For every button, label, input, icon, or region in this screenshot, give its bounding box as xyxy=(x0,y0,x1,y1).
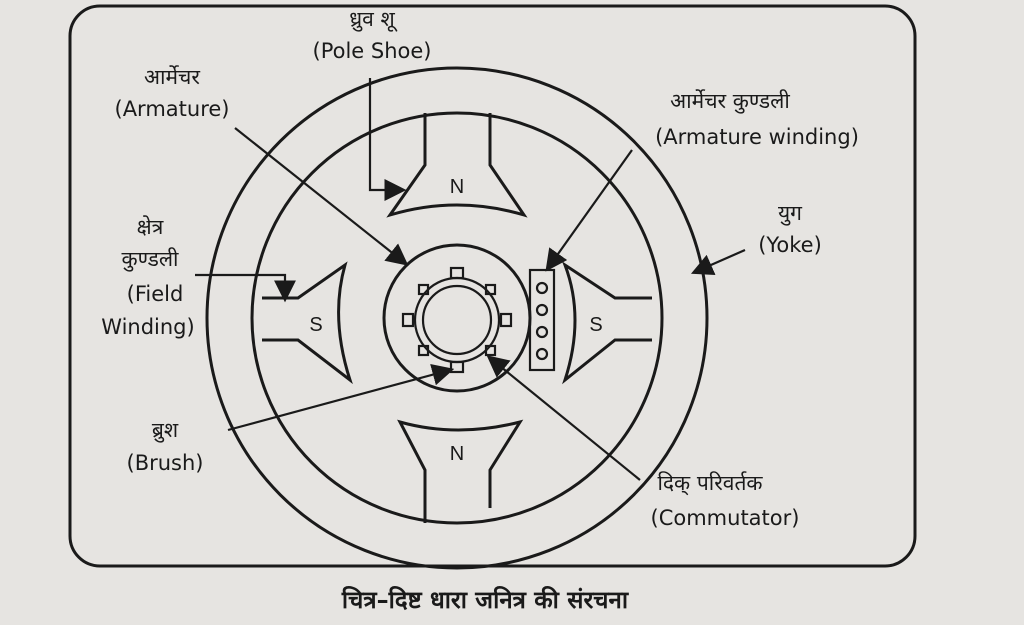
commutator-label-hi: दिक् परिवर्तक xyxy=(657,471,763,496)
armature-label-en: (Armature) xyxy=(115,97,230,121)
armature xyxy=(382,243,532,393)
pole-shoe-label-en: (Pole Shoe) xyxy=(313,39,432,63)
brush-label-hi: ब्रुश xyxy=(152,418,179,443)
field-winding-label-hi-2: कुण्डली xyxy=(121,247,179,272)
pole-top xyxy=(386,113,528,218)
pole-left-label: S xyxy=(309,314,322,336)
pole-right xyxy=(561,261,652,385)
yoke-label-hi: युग xyxy=(778,201,803,226)
pole-shoe-arrow xyxy=(368,78,407,201)
armature-arrow xyxy=(234,127,409,266)
field-winding-label-en-2: Winding) xyxy=(101,315,194,339)
yoke-inner xyxy=(250,111,664,525)
yoke-outer xyxy=(205,66,709,570)
brush-arrow xyxy=(227,363,455,432)
commutator-inner xyxy=(421,284,493,356)
armature-winding xyxy=(528,268,556,372)
commutator-segments xyxy=(401,266,513,374)
brush-label-en: (Brush) xyxy=(127,451,204,475)
pole-right-label: S xyxy=(589,314,602,336)
armature-label-hi: आर्मेचर xyxy=(144,65,200,89)
armature-winding-arrow xyxy=(545,149,633,272)
field-winding-label-hi-1: क्षेत्र xyxy=(137,215,164,239)
pole-top-label: N xyxy=(450,176,464,198)
field-winding-arrow xyxy=(195,273,296,303)
armature-winding-label-en: (Armature winding) xyxy=(655,125,859,149)
pole-bottom-label: N xyxy=(450,443,464,465)
yoke-arrow xyxy=(690,248,746,275)
pole-shoe-label-hi: ध्रुव शू xyxy=(349,7,398,32)
pole-left xyxy=(262,261,353,385)
armature-winding-label-hi: आर्मेचर कुण्डली xyxy=(670,89,790,114)
field-winding-label-en-1: (Field xyxy=(127,282,184,306)
commutator-arrow xyxy=(486,355,641,481)
pole-bottom xyxy=(397,419,524,523)
figure-caption: चित्र–दिष्ट धारा जनित्र की संरचना xyxy=(341,586,629,614)
commutator-label-en: (Commutator) xyxy=(651,506,800,530)
yoke-label-en: (Yoke) xyxy=(758,233,822,257)
